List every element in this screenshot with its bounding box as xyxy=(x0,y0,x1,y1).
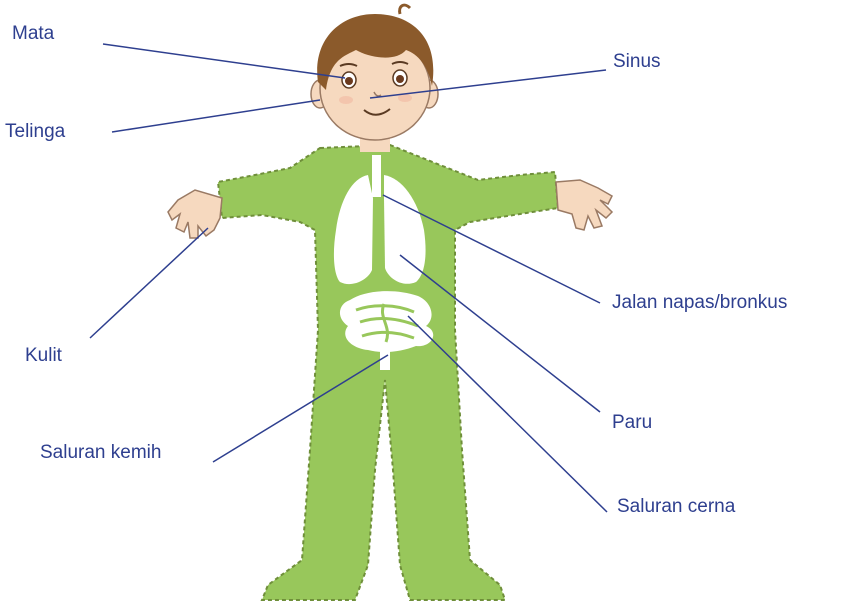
head xyxy=(311,5,438,140)
label-paru: Paru xyxy=(612,412,652,434)
leader-telinga xyxy=(112,100,320,132)
right-hand xyxy=(556,180,612,230)
label-jalan-napas: Jalan napas/bronkus xyxy=(612,292,787,314)
label-kulit: Kulit xyxy=(25,345,62,367)
leader-mata xyxy=(103,44,345,78)
trachea xyxy=(372,155,381,197)
left-hand xyxy=(168,190,222,238)
label-saluran-cerna: Saluran cerna xyxy=(617,496,735,518)
label-mata: Mata xyxy=(12,23,54,45)
leader-kulit xyxy=(90,228,208,338)
label-sinus: Sinus xyxy=(613,51,661,73)
label-telinga: Telinga xyxy=(5,121,65,143)
label-saluran-kemih: Saluran kemih xyxy=(40,442,161,464)
